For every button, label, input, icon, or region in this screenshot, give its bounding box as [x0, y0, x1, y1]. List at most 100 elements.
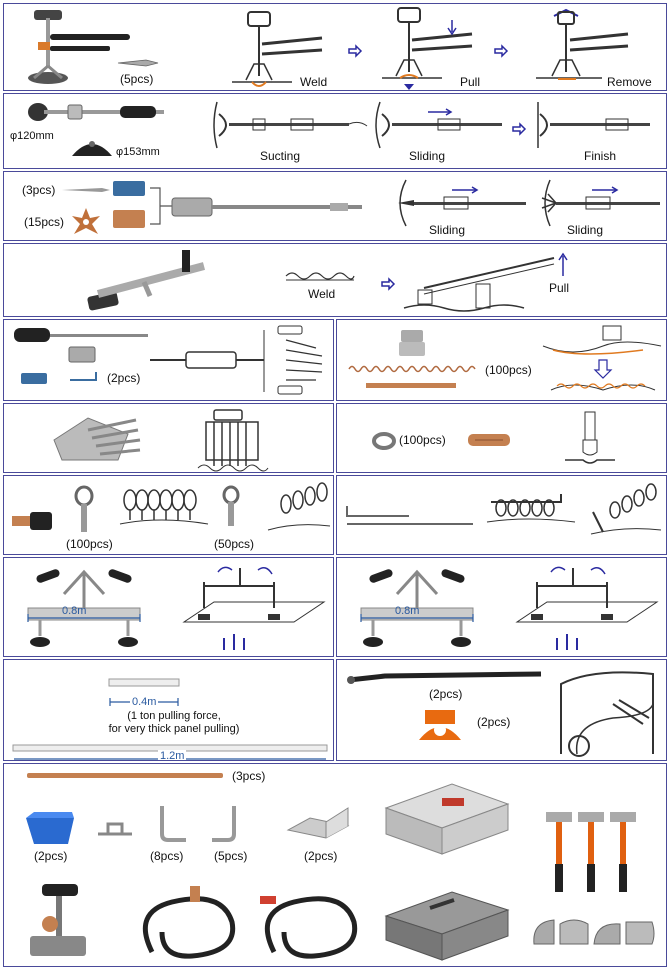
quantity-3pcs: (3pcs): [22, 183, 56, 197]
l-hook-icon: [70, 372, 97, 381]
step-label-weld: Weld: [300, 75, 328, 89]
panel-accessories: (3pcs) (2pcs) (8pcs) (5pcs) (2pcs): [3, 763, 667, 967]
suction-cup-quantity: (2pcs): [477, 715, 511, 729]
rod-quantity: (3pcs): [232, 769, 266, 783]
step-label-sucting: Sucting: [260, 149, 301, 163]
short-bar-illustration: [108, 678, 180, 687]
step-label-sliding-1: Sliding: [429, 223, 466, 237]
carry-case-icon: [384, 891, 510, 961]
ring-quantity-100: (100pcs): [66, 537, 113, 551]
bridge-length-right: 0.8m: [395, 605, 420, 617]
copper-tube-icon: [468, 434, 510, 446]
panel-strap-suction: (2pcs) (2pcs): [336, 659, 667, 761]
sliding-step-diagram: [375, 101, 502, 149]
car-door-usage-diagram: [560, 671, 654, 757]
sucting-step-diagram: [213, 101, 368, 149]
sliding-hook-diagram-1: [398, 179, 526, 227]
pulling-force-note-line2: for very thick panel pulling): [108, 723, 240, 735]
adapter-icon: [21, 373, 47, 384]
copper-adapter-icon: [113, 210, 145, 228]
bracket-quantity-1: (8pcs): [150, 849, 184, 863]
bin-quantity: (2pcs): [34, 849, 68, 863]
panel-stud-nut: (100pcs): [336, 403, 667, 473]
bridge-length-left: 0.8m: [62, 605, 87, 617]
ground-clamp-icon: [30, 884, 86, 956]
long-bar-length: 1.2m: [158, 750, 187, 761]
washer-quantity: (100pcs): [399, 433, 446, 447]
multi-hook-puller-diagram: [150, 325, 323, 395]
arrow-right-icon: [494, 44, 509, 58]
hammer-rod-illustration: [171, 197, 362, 217]
quantity-15pcs: (15pcs): [24, 215, 65, 229]
panel-bridge-puller-right: 0.8m: [336, 557, 667, 657]
weld-step-diagram: [232, 11, 323, 87]
lever-pull-diagram: [403, 257, 555, 312]
length-dimension-line: [27, 614, 141, 622]
step-label-pull: Pull: [460, 75, 481, 89]
panel-wiggle-wire: (100pcs): [336, 319, 667, 401]
remove-step-diagram: [536, 8, 629, 80]
step-label-weld: Weld: [308, 287, 336, 301]
panel-wire-hooks: [336, 475, 667, 555]
angle-bracket-icon-2: [212, 806, 236, 842]
washer-coil-icon: [372, 432, 396, 450]
panel-pulling-bars: 0.4m (1 ton pulling force, for very thic…: [3, 659, 334, 761]
finish-step-diagram: [537, 102, 650, 148]
handle-rod-illustration: [14, 328, 148, 342]
pull-up-arrow-icon: [558, 252, 568, 276]
step-label-sliding-2: Sliding: [567, 223, 604, 237]
electrode-tip-icon: [12, 512, 52, 530]
wiggle-wire-icon: [348, 365, 476, 373]
angle-bracket-icon-1: [160, 806, 186, 842]
ring-row-diagram-2: [267, 482, 331, 531]
wiggle-wire-diagram: [542, 325, 662, 391]
metal-tray-icon: [286, 807, 350, 839]
stud-usage-diagram: [565, 411, 615, 464]
pull-step-diagram: [382, 7, 473, 90]
bridge-usage-diagram: [515, 566, 659, 650]
wire-hook-diagram-1: [486, 494, 576, 523]
claw-usage-diagram: [197, 409, 269, 472]
ring-key-icon: [74, 485, 94, 532]
weld-stud-illustration: [117, 59, 159, 67]
wire-quantity: (100pcs): [485, 363, 532, 377]
panel-claw-puller: [3, 403, 334, 473]
copper-rod-icon: [366, 383, 456, 388]
straight-rod-icon: [347, 523, 473, 525]
panel-suction-slide-hammer: φ120mm φ153mm Sucting Sliding Finish: [3, 93, 667, 169]
short-bar-length: 0.4m: [130, 696, 159, 709]
panel-hook-slide-hammer: (3pcs) (15pcs) Sliding Sliding: [3, 171, 667, 241]
nail-icon: [62, 188, 110, 192]
weld-wave-icon: [285, 272, 355, 281]
step-label-sliding: Sliding: [409, 149, 446, 163]
welding-cable-icon-2: [260, 896, 358, 959]
bridge-usage-diagram: [182, 566, 326, 650]
welding-cable-icon-1: [142, 886, 236, 959]
ring-row-diagram-1: [119, 489, 209, 525]
step-label-pull: Pull: [549, 281, 570, 295]
slide-hammer-illustration: [28, 103, 164, 121]
stud-quantity: (5pcs): [120, 72, 154, 86]
diameter-large: φ153mm: [116, 146, 160, 158]
parts-organizer-box-icon: [384, 783, 510, 855]
bracket-quantity-2: (5pcs): [214, 849, 248, 863]
star-washer-icon: [72, 208, 100, 234]
weight-icon: [399, 330, 425, 356]
strap-illustration: [347, 671, 542, 684]
panel-weld-pull-remove: (5pcs) Weld Pull Remove: [3, 3, 667, 91]
panel-lever-puller: Weld Pull: [3, 243, 667, 317]
small-bracket-icon: [98, 822, 132, 836]
hook-quantity: (2pcs): [107, 371, 141, 385]
panel-bridge-puller-left: 0.8m: [3, 557, 334, 657]
arrow-right-icon: [381, 277, 396, 291]
suction-cup-icon: [419, 710, 461, 740]
storage-bin-icon: [26, 812, 74, 844]
copper-rod-icon: [27, 773, 223, 778]
diameter-small: φ120mm: [10, 130, 54, 142]
lever-puller-illustration: [87, 250, 206, 311]
arrow-right-icon: [348, 44, 363, 58]
ring-key-small-icon: [222, 485, 240, 526]
panel-weld-rings: (100pcs) (50pcs): [3, 475, 334, 555]
l-rod-icon: [346, 506, 409, 517]
step-label-remove: Remove: [607, 75, 652, 89]
